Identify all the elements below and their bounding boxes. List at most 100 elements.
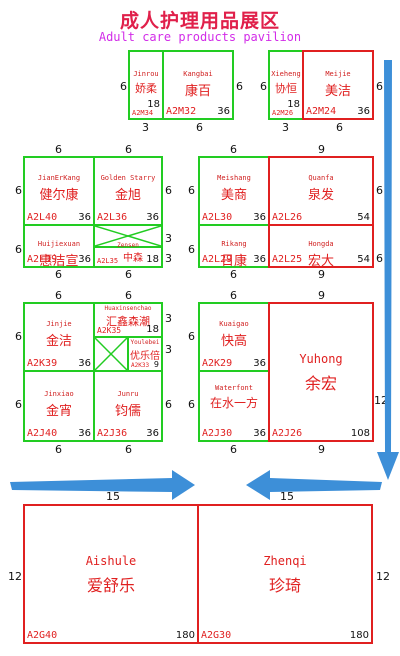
dim-label: 6 bbox=[236, 80, 243, 93]
dim-label: 6 bbox=[15, 243, 22, 256]
booth-a2m24[interactable]: Meijie 美洁 A2M24 36 bbox=[302, 50, 374, 120]
booth-area: 18 bbox=[287, 99, 300, 110]
dim-label: 15 bbox=[106, 490, 120, 503]
dim-label: 6 bbox=[188, 398, 195, 411]
booth-en-name: Meijie bbox=[325, 70, 351, 78]
booth-code: A2G40 bbox=[27, 630, 58, 641]
booth-a2l25[interactable]: Hongda 宏大 A2L25 54 bbox=[268, 224, 374, 269]
booth-area: 18 bbox=[147, 99, 160, 110]
booth-code: A2K29 bbox=[202, 358, 233, 369]
booth-cn-name: 钧儒 bbox=[114, 404, 141, 419]
dim-label: 3 bbox=[165, 252, 172, 265]
booth-area: 36 bbox=[78, 358, 91, 369]
dim-label: 15 bbox=[280, 490, 294, 503]
booth-code: A2L29 bbox=[202, 254, 233, 265]
booth-en-name: Youlebei bbox=[130, 339, 160, 346]
booth-a2l29[interactable]: Rikang 日康 A2L29 36 bbox=[198, 224, 270, 269]
booth-a2k39[interactable]: Jinjie 金洁 A2K39 36 bbox=[23, 302, 95, 372]
booth-a2j26[interactable]: Yuhong 余宏 A2J26 108 bbox=[268, 302, 374, 442]
dim-label: 6 bbox=[15, 330, 22, 343]
booth-a2m34[interactable]: Jinrou 娇柔 A2M34 18 bbox=[128, 50, 164, 120]
booth-code: A2L30 bbox=[202, 212, 233, 223]
dim-label: 6 bbox=[336, 121, 343, 134]
booth-cn-name: 爱舒乐 bbox=[86, 576, 135, 595]
booth-area: 36 bbox=[253, 358, 266, 369]
dim-label: 9 bbox=[318, 289, 325, 302]
booth-area: 36 bbox=[146, 428, 159, 439]
booth-a2l40[interactable]: JianErKang 健尔康 A2L40 36 bbox=[23, 156, 95, 226]
booth-area: 180 bbox=[349, 630, 369, 641]
dim-label: 6 bbox=[165, 184, 172, 197]
booth-a2j36[interactable]: Junru 钧儒 A2J36 36 bbox=[93, 370, 163, 442]
booth-cn-name: 惠洁宣 bbox=[39, 254, 79, 269]
booth-cn-name: 在水一方 bbox=[209, 396, 258, 410]
dim-label: 6 bbox=[260, 80, 267, 93]
booth-area: 36 bbox=[78, 254, 91, 265]
booth-a2l30[interactable]: Meishang 美商 A2L30 36 bbox=[198, 156, 270, 226]
booth-code: A2L36 bbox=[97, 212, 128, 223]
dim-label: 6 bbox=[125, 143, 132, 156]
booth-a2j30[interactable]: Waterfont 在水一方 A2J30 36 bbox=[198, 370, 270, 442]
booth-cn-name: 金洁 bbox=[45, 334, 72, 349]
booth-code: A2J26 bbox=[272, 428, 303, 439]
booth-en-name: JianErKang bbox=[37, 174, 81, 182]
booth-area: 9 bbox=[153, 360, 159, 369]
booth-cn-name: 金旭 bbox=[114, 188, 141, 203]
booth-code: A2L39 bbox=[27, 254, 58, 265]
booth-area: 36 bbox=[253, 212, 266, 223]
dim-label: 6 bbox=[125, 268, 132, 281]
booth-code: A2L25 bbox=[272, 254, 303, 265]
booth-area: 36 bbox=[357, 106, 370, 117]
booth-cn-name: 汇鑫森潮 bbox=[106, 315, 150, 328]
booth-en-name: Yuhong bbox=[299, 352, 343, 366]
empty-booth bbox=[93, 336, 129, 372]
booth-en-name: Golden Starry bbox=[100, 174, 156, 182]
booth-a2l35[interactable]: Zensen 中森 A2L35 18 bbox=[93, 242, 163, 268]
booth-en-name: Jinrou bbox=[133, 70, 159, 78]
dim-label: 9 bbox=[318, 268, 325, 281]
dim-label: 6 bbox=[196, 121, 203, 134]
booth-cn-name: 优乐倍 bbox=[130, 351, 160, 362]
booth-area: 18 bbox=[146, 324, 159, 335]
booth-a2k29[interactable]: Kuaigao 快高 A2K29 36 bbox=[198, 302, 270, 372]
booth-a2k33[interactable]: Youlebei 优乐倍 A2K33 9 bbox=[127, 336, 163, 372]
dim-label: 6 bbox=[165, 398, 172, 411]
booth-a2l39[interactable]: Huijiexuan 惠洁宣 A2L39 36 bbox=[23, 224, 95, 269]
booth-code: A2M34 bbox=[132, 109, 154, 117]
booth-a2m26[interactable]: Xieheng 协恒 A2M26 18 bbox=[268, 50, 304, 120]
dim-label: 12 bbox=[376, 570, 390, 583]
booth-en-name: Waterfont bbox=[215, 384, 253, 392]
booth-a2j40[interactable]: Jinxiao 金宵 A2J40 36 bbox=[23, 370, 95, 442]
booth-cn-name: 泉发 bbox=[307, 188, 334, 203]
booth-en-name: Kuaigao bbox=[219, 320, 249, 328]
booth-area: 36 bbox=[253, 428, 266, 439]
booth-cn-name: 宏大 bbox=[307, 254, 334, 269]
booth-a2g40[interactable]: Aishule 爱舒乐 A2G40 180 bbox=[23, 504, 199, 644]
dim-label: 6 bbox=[230, 289, 237, 302]
dim-label: 12 bbox=[374, 394, 388, 407]
dim-label: 6 bbox=[188, 243, 195, 256]
booth-cn-name: 余宏 bbox=[304, 374, 337, 393]
dim-label: 3 bbox=[165, 343, 172, 356]
booth-a2l36[interactable]: Golden Starry 金旭 A2L36 36 bbox=[93, 156, 163, 226]
booth-en-name: Meishang bbox=[217, 174, 251, 182]
booth-area: 180 bbox=[175, 630, 195, 641]
booth-cn-name: 美商 bbox=[220, 188, 247, 203]
dim-label: 6 bbox=[230, 443, 237, 456]
booth-a2m32[interactable]: Kangbai 康百 A2M32 36 bbox=[162, 50, 234, 120]
booth-en-name: Huijiexuan bbox=[37, 240, 81, 248]
booth-en-name: Hongda bbox=[308, 240, 334, 248]
booth-cn-name: 健尔康 bbox=[39, 188, 79, 203]
dim-label: 6 bbox=[230, 268, 237, 281]
booth-a2g30[interactable]: Zhenqi 珍琦 A2G30 180 bbox=[197, 504, 373, 644]
booth-a2l26[interactable]: Quanfa 泉发 A2L26 54 bbox=[268, 156, 374, 226]
booth-code: A2M24 bbox=[306, 106, 337, 117]
booth-code: A2G30 bbox=[201, 630, 232, 641]
page-title: 成人护理用品展区 bbox=[119, 10, 280, 32]
booth-a2k35[interactable]: Huaxinsenchao 汇鑫森潮 A2K35 18 bbox=[93, 302, 163, 338]
dim-label: 3 bbox=[142, 121, 149, 134]
booth-area: 36 bbox=[253, 254, 266, 265]
dim-label: 6 bbox=[125, 289, 132, 302]
dim-label: 6 bbox=[376, 252, 383, 265]
dim-label: 6 bbox=[15, 398, 22, 411]
